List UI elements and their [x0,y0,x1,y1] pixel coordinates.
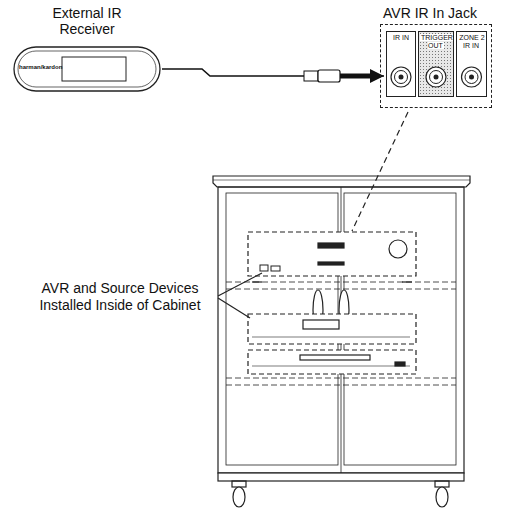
caster-bracket [232,481,246,487]
source-trim [252,366,410,367]
avr-unit [248,232,416,276]
receiver-body: harman/kardon [12,45,162,93]
shelf-lines [226,282,456,385]
avr-display [318,243,344,248]
source-device [248,350,416,374]
plug-strain-relief [304,71,318,81]
disc-tray [300,355,370,360]
ir-receiver: External IR Receiver harman/kardon [12,5,162,93]
avr-button [271,266,280,271]
jack-cell: ZONE 2 IR IN [456,31,487,97]
callout-label: AVR and Source Devices Installed Inside … [25,280,215,314]
source-device [248,314,416,344]
panel-title: AVR IR In Jack [383,5,477,21]
location-pointer [352,112,408,231]
caster-wheel [436,487,448,507]
cabinet-body [218,187,464,473]
avr-foot [402,281,412,282]
plug-body [318,70,340,82]
cabinet-base [218,473,464,481]
avr-button [260,265,268,271]
source-button [395,362,405,366]
jack-label: TRIGGER OUT [420,34,453,49]
jack-socket [387,32,415,96]
arrow-shaft [340,74,372,79]
device-title: External IR Receiver [32,5,142,37]
brand-logo: harman/kardon [19,64,62,71]
cabinet-top-edge [213,180,470,181]
jack-label: ZONE 2 IR IN [458,34,484,49]
avr-knob [389,240,407,258]
jack-panel: AVR IR In JackIR INTRIGGER OUTZONE 2 IR … [380,24,492,108]
jack-cell: TRIGGER OUT [418,31,454,97]
cable-group [162,69,384,82]
cabinet-top [213,176,470,187]
jack-label: IR IN [392,34,410,41]
ir-cable [162,69,384,76]
avr-foot [252,281,262,282]
source-display [303,320,339,329]
caster-bracket [435,481,449,487]
jack-cell: IR IN [386,31,416,97]
avr-slot [318,262,344,265]
caster-wheel [233,487,245,507]
source-trim [252,337,410,338]
leader-line [218,298,250,318]
leader-line [218,273,262,296]
